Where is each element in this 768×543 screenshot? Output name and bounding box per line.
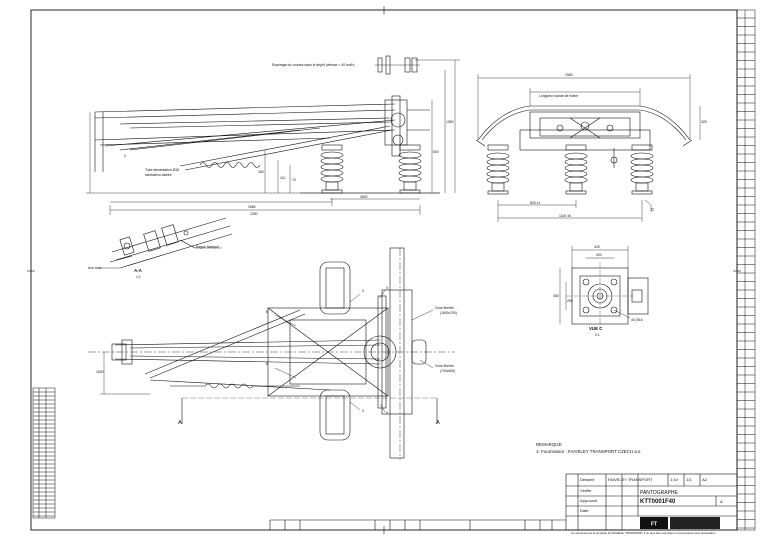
dim-1000: 1000 (96, 370, 104, 374)
label-axe-tube: Axe tube (88, 266, 102, 270)
mark-x-1: X (362, 289, 365, 293)
dim-425: 425 (594, 245, 600, 249)
mark-c: C (651, 207, 655, 212)
company-logo: FT (640, 517, 720, 529)
svg-text:FT: FT (651, 522, 657, 528)
title-designation: PANTOGRAPHE (640, 490, 678, 496)
dim-1100: 1100 ±5 (559, 214, 571, 218)
title-company: FAIVELEY TRANSPORT (608, 477, 653, 482)
title-block (269, 473, 738, 531)
approval-3: Date (580, 508, 589, 513)
label-bague: Bague fabriqué (196, 245, 219, 249)
dim-250: 250 (567, 299, 573, 303)
remarque-line1: 1- Fournisseur : FAIVELEY TRANSPORT CZEC… (536, 449, 642, 454)
title-format: A2 (702, 477, 707, 482)
approval-2: Approuvé (580, 498, 598, 503)
dim-1350: 1350 (446, 120, 454, 124)
mark-b-top: B (266, 310, 269, 314)
title-drawing-number: KTT0001F40 (640, 499, 676, 505)
revision-strip (736, 9, 756, 531)
dim-70: 70 (292, 178, 296, 182)
remarque-title: REMARQUE: (536, 442, 563, 447)
mark-b-bottom: B (266, 362, 269, 366)
note-tube: Tube alimentation Ø18 (145, 168, 180, 172)
approval-1: Vérifié (580, 488, 592, 493)
dim-325: 325 (701, 120, 707, 124)
dim-110: 110 (280, 176, 286, 180)
zone-2-label: Zone libérée (435, 364, 454, 368)
mark-a-left: A (178, 420, 182, 426)
title-sheet: 1/1 (686, 477, 692, 482)
zone-1-size: (1600x700) (440, 311, 458, 315)
mark-x-4: X (386, 411, 389, 415)
zone-1-label: Zone libérée (435, 306, 454, 310)
note-top: Espérage du courant dans le dépôt (vites… (272, 63, 355, 67)
vue-c-title: VUE C (589, 326, 603, 331)
section-a-a (100, 217, 233, 269)
dim-3500: 3500 (360, 195, 368, 199)
dim-400: 400 (596, 253, 602, 257)
mark-x-side: X (124, 154, 127, 158)
front-view (475, 74, 701, 222)
dim-600: 600 (433, 150, 439, 154)
title-bottom-note: Ce document est la propriété de FAIVELEY… (571, 531, 717, 535)
parts-list-table (32, 387, 56, 519)
vue-c-scale: 2:1 (595, 333, 600, 337)
title-revision: A (720, 499, 723, 504)
mark-x-2: X (362, 409, 365, 413)
mark-a-right: A (436, 420, 440, 426)
side-view (86, 55, 460, 215)
note-tube-2: fabrication câblée (145, 173, 172, 177)
dim-450: 450 (553, 294, 559, 298)
note-longueur: Longueur bande de frotter (539, 94, 579, 98)
dim-2665: 2665 (248, 205, 256, 209)
note-holes: 4X Ø16 (631, 318, 643, 322)
approval-0: Dessiné (580, 477, 595, 482)
zone-2-size: (700x600) (440, 369, 456, 373)
detail-vue-c (559, 246, 649, 330)
dim-2250: 2250 (250, 212, 258, 216)
title-scale: 1:10 (670, 477, 678, 482)
dim-150: 150 (258, 170, 264, 174)
dim-1960: 1960 (565, 73, 573, 77)
section-aa-scale: 1:1 (136, 275, 141, 279)
section-aa-title: A-A (134, 268, 142, 273)
top-view (88, 247, 455, 460)
mark-x-3: X (386, 286, 389, 290)
dim-825: 825 ±1 (530, 201, 541, 205)
